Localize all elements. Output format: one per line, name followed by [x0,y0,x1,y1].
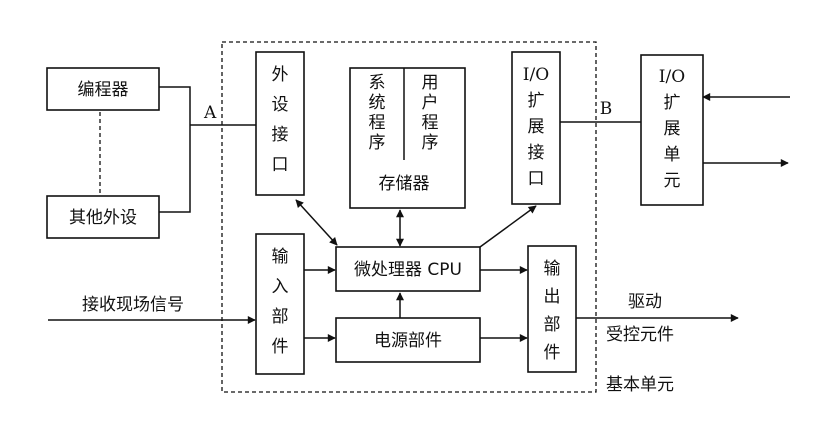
io-expansion-interface-char-5: 口 [528,169,545,189]
peripheral-interface-char-3: 接 [272,125,289,145]
user-program-char-4: 序 [422,133,439,153]
programmer-box [46,67,160,111]
cpu-box [335,246,481,292]
peripheral-interface-char-4: 口 [272,155,289,175]
cpu-label: 微处理器 CPU [354,260,462,280]
cpu-block: 微处理器 CPU [335,246,481,292]
io-expansion-interface-box [511,51,561,205]
user-program-char-2: 户 [422,93,439,113]
output-unit-block: 输 出 部 件 [527,245,577,373]
point-a-label: A [203,103,217,123]
power-unit-block: 电源部件 [335,317,481,363]
input-unit-char-3: 部 [272,307,289,327]
interface-cpu-arrow [295,199,338,246]
io-expansion-unit-char-3: 展 [664,119,681,139]
io-expansion-unit-block: I/O 扩 展 单 元 [640,54,704,206]
io-expansion-interface-char-1: I/O [523,65,549,85]
programmer-label: 编程器 [78,80,129,100]
system-program-char-2: 统 [369,93,386,113]
peripheral-interface-box [255,51,305,196]
output-unit-char-1: 输 [544,259,561,279]
peripheral-interface-char-1: 外 [272,65,289,85]
input-unit-char-1: 输 [272,247,289,267]
drive-label-line1: 驱动 [628,292,662,312]
field-signal-label: 接收现场信号 [82,295,184,315]
system-program-char-4: 序 [369,133,386,153]
input-unit-block: 输 入 部 件 [255,233,305,375]
io-expansion-unit-char-2: 扩 [664,93,681,113]
input-unit-char-2: 入 [272,277,289,297]
io-expansion-interface-char-4: 接 [528,143,545,163]
memory-label: 存储器 [379,174,430,194]
io-expansion-interface-char-3: 展 [528,117,545,137]
programmer-block: 编程器 [46,67,160,111]
cpu-io-interface-arrow [479,205,537,248]
io-expansion-unit-char-4: 单 [664,145,681,165]
base-unit-boundary [221,41,597,393]
power-unit-label: 电源部件 [374,331,442,351]
drive-label-line2: 受控元件 [606,325,674,345]
base-unit-label: 基本单元 [606,375,674,395]
other-peripherals-block: 其他外设 [46,195,160,239]
output-unit-char-3: 部 [544,315,561,335]
io-expansion-interface-block: I/O 扩 展 接 口 [511,51,561,205]
peripheral-interface-block: 外 设 接 口 [255,51,305,196]
io-expansion-unit-char-1: I/O [659,67,685,87]
io-expansion-unit-box [640,54,704,206]
peripheral-interface-char-2: 设 [272,95,289,115]
io-expansion-interface-char-2: 扩 [528,91,545,111]
other-peripherals-box [46,195,160,239]
output-unit-char-4: 件 [544,343,561,363]
system-program-char-3: 程 [369,113,386,133]
power-unit-box [335,317,481,363]
memory-block: 系 统 程 序 用 户 程 序 存储器 [349,67,466,209]
point-b-label: B [600,99,613,119]
output-unit-char-2: 出 [544,287,561,307]
io-expansion-unit-char-5: 元 [664,171,681,191]
user-program-char-3: 程 [422,113,439,133]
other-peripherals-label: 其他外设 [69,208,137,228]
output-unit-box [527,245,577,373]
system-program-char-1: 系 [369,73,386,93]
user-program-char-1: 用 [422,73,439,93]
device-bus-bracket [159,86,191,213]
input-unit-char-4: 件 [272,337,289,357]
input-unit-box [255,233,305,375]
memory-box [349,67,466,209]
